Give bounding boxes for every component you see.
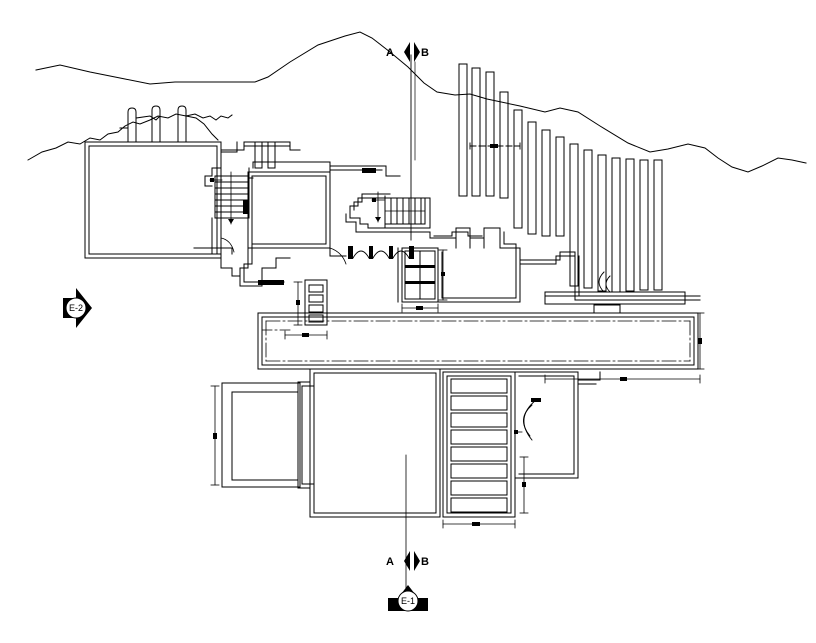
section-arrow-left-icon-bottom — [404, 551, 410, 571]
door-swing-arc-2 — [329, 247, 347, 265]
section-label-a-top: A — [386, 47, 394, 59]
lower-main-room — [297, 368, 441, 596]
section-marker-top[interactable]: A B — [386, 42, 429, 62]
left-stair — [209, 171, 250, 225]
terrace-right-dimension — [695, 312, 705, 370]
step-pier — [261, 279, 328, 340]
retaining-walls — [458, 63, 663, 293]
right-inner-walls — [429, 227, 701, 305]
spiral-stair-arc-inner — [523, 404, 533, 437]
detail-bubble-circle-e1 — [397, 590, 419, 612]
wall-opening — [362, 168, 376, 173]
lower-left-dimension — [210, 385, 220, 486]
right-lower-wing — [514, 371, 601, 479]
window-grid — [397, 247, 448, 313]
detail-bubble-circle-e2 — [65, 297, 87, 319]
retaining-wall-dimension — [469, 142, 521, 150]
arcade-scallop — [348, 246, 414, 259]
section-arrow-right-icon — [414, 42, 420, 62]
detail-bubble-e2[interactable]: E-2 — [63, 288, 92, 328]
section-label-b-bottom: B — [421, 556, 429, 568]
section-arrow-right-icon-bottom — [414, 551, 420, 571]
lower-left-room — [210, 382, 301, 488]
terrace-band — [257, 304, 705, 384]
left-building-block — [84, 141, 301, 259]
pier-dimension — [284, 281, 328, 340]
detail-bubble-label-e1: E-1 — [401, 596, 415, 606]
detail-bubble-e1[interactable]: E-1 — [388, 585, 428, 612]
central-building — [193, 161, 401, 287]
section-marker-bottom[interactable]: A B — [386, 551, 429, 571]
terrain-contour-upper — [35, 31, 807, 173]
stair-dimension-right — [519, 456, 529, 514]
stair-dimension-bottom — [442, 519, 516, 529]
spiral-arc-b — [605, 275, 611, 293]
section-arrow-left-icon — [404, 42, 410, 62]
exterior-stair — [442, 371, 529, 529]
section-label-a-bottom: A — [386, 556, 394, 568]
door-swing-arc — [220, 237, 235, 253]
upper-stair — [345, 191, 431, 233]
detail-bubble-label-e2: E-2 — [69, 303, 83, 313]
section-label-b-top: B — [421, 47, 429, 59]
door-jamb — [243, 200, 248, 214]
roof-posts — [119, 105, 219, 143]
spiral-arc-a — [598, 271, 605, 293]
linework — [27, 31, 807, 596]
terrain-contour-lower — [27, 113, 233, 161]
